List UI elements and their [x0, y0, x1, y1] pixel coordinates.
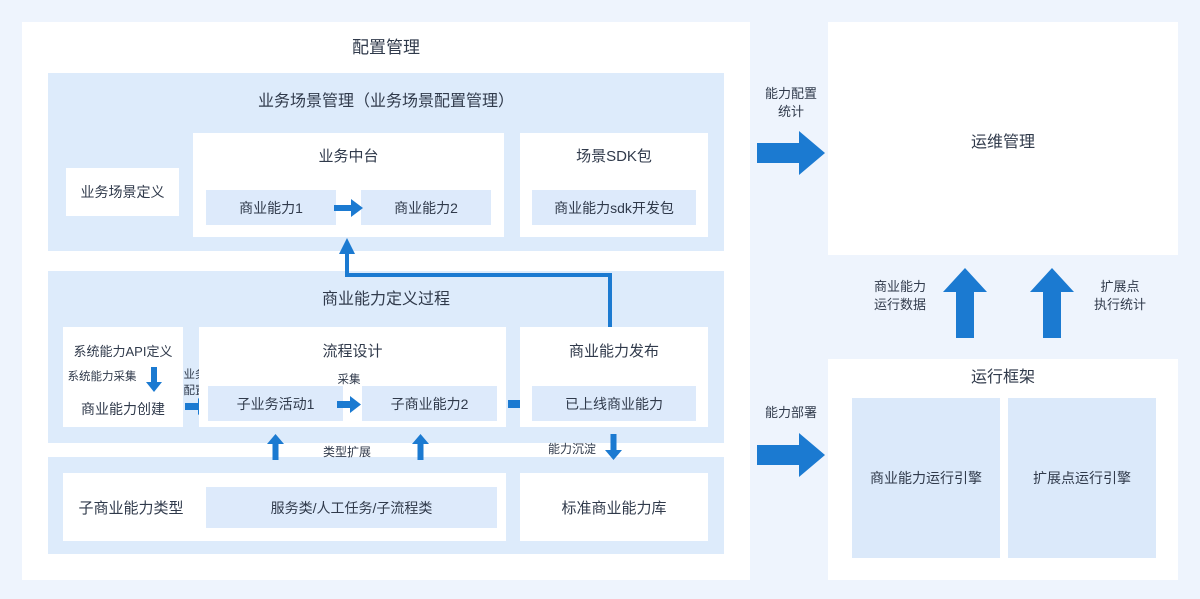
system-capability-collect-label: 系统能力采集 — [67, 371, 137, 383]
runtime-engine-box-1[interactable]: 商业能力运行引擎 — [852, 398, 1000, 558]
sub-capability-type-chip[interactable]: 服务类/人工任务/子流程类 — [206, 487, 497, 528]
api-definition-box[interactable] — [63, 327, 183, 427]
runtime-framework-title: 运行框架 — [970, 369, 1035, 386]
sub-capability-type-label: 子商业能力类型 — [78, 499, 184, 517]
arrow-up-icon-extension-stat — [1030, 268, 1074, 338]
scene-panel-title: 业务场景管理（业务场景配置管理） — [257, 93, 514, 110]
arrow-up-icon-type-1 — [267, 434, 284, 460]
midplatform-title: 业务中台 — [318, 147, 379, 165]
arrow-down-icon-api — [146, 367, 162, 392]
capability-runtime-data-label: 商业能力 运行数据 — [873, 279, 926, 312]
capability-deploy-label: 能力部署 — [764, 405, 817, 420]
arrow-right-icon-chip — [334, 199, 363, 217]
process-chip-1[interactable]: 子业务活动1 — [208, 386, 343, 421]
arrow-right-icon-process — [337, 396, 361, 413]
runtime-engine-box-2[interactable]: 扩展点运行引擎 — [1008, 398, 1156, 558]
publish-chip-1[interactable]: 已上线商业能力 — [532, 386, 696, 421]
sdk-chip-1[interactable]: 商业能力sdk开发包 — [532, 190, 696, 225]
arrow-up-icon-type-2 — [412, 434, 429, 460]
extension-execution-stat-label: 扩展点 执行统计 — [1093, 279, 1146, 312]
process-design-title: 流程设计 — [322, 342, 383, 360]
midplatform-chip-1[interactable]: 商业能力1 — [206, 190, 336, 225]
standard-library-box[interactable]: 标准商业能力库 — [520, 473, 708, 541]
capability-deposit-label: 能力沉淀 — [547, 442, 596, 456]
capability-publish-title: 商业能力发布 — [568, 342, 659, 360]
api-definition-label: 系统能力API定义 — [73, 343, 173, 359]
midplatform-chip-2[interactable]: 商业能力2 — [361, 190, 491, 225]
page-title: 配置管理 — [352, 37, 420, 57]
capability-create-label: 商业能力创建 — [81, 401, 165, 417]
sdk-title: 场景SDK包 — [576, 147, 652, 165]
scene-definition-box[interactable]: 业务场景定义 — [66, 168, 179, 216]
ops-management-title: 运维管理 — [970, 134, 1035, 151]
capability-panel-title: 商业能力定义过程 — [321, 291, 450, 308]
right-card-divider — [828, 255, 1178, 359]
process-chip-2[interactable]: 子商业能力2 — [362, 386, 497, 421]
type-extension-label: 类型扩展 — [322, 445, 371, 459]
config-statistics-label: 能力配置 统计 — [764, 86, 817, 119]
arrow-right-icon-bridge-1 — [757, 131, 825, 175]
arrow-up-icon-runtime-data — [943, 268, 987, 338]
arrow-down-icon-deposit — [605, 434, 622, 460]
arrow-right-icon-bridge-2 — [757, 433, 825, 477]
collect-label: 采集 — [337, 374, 361, 386]
